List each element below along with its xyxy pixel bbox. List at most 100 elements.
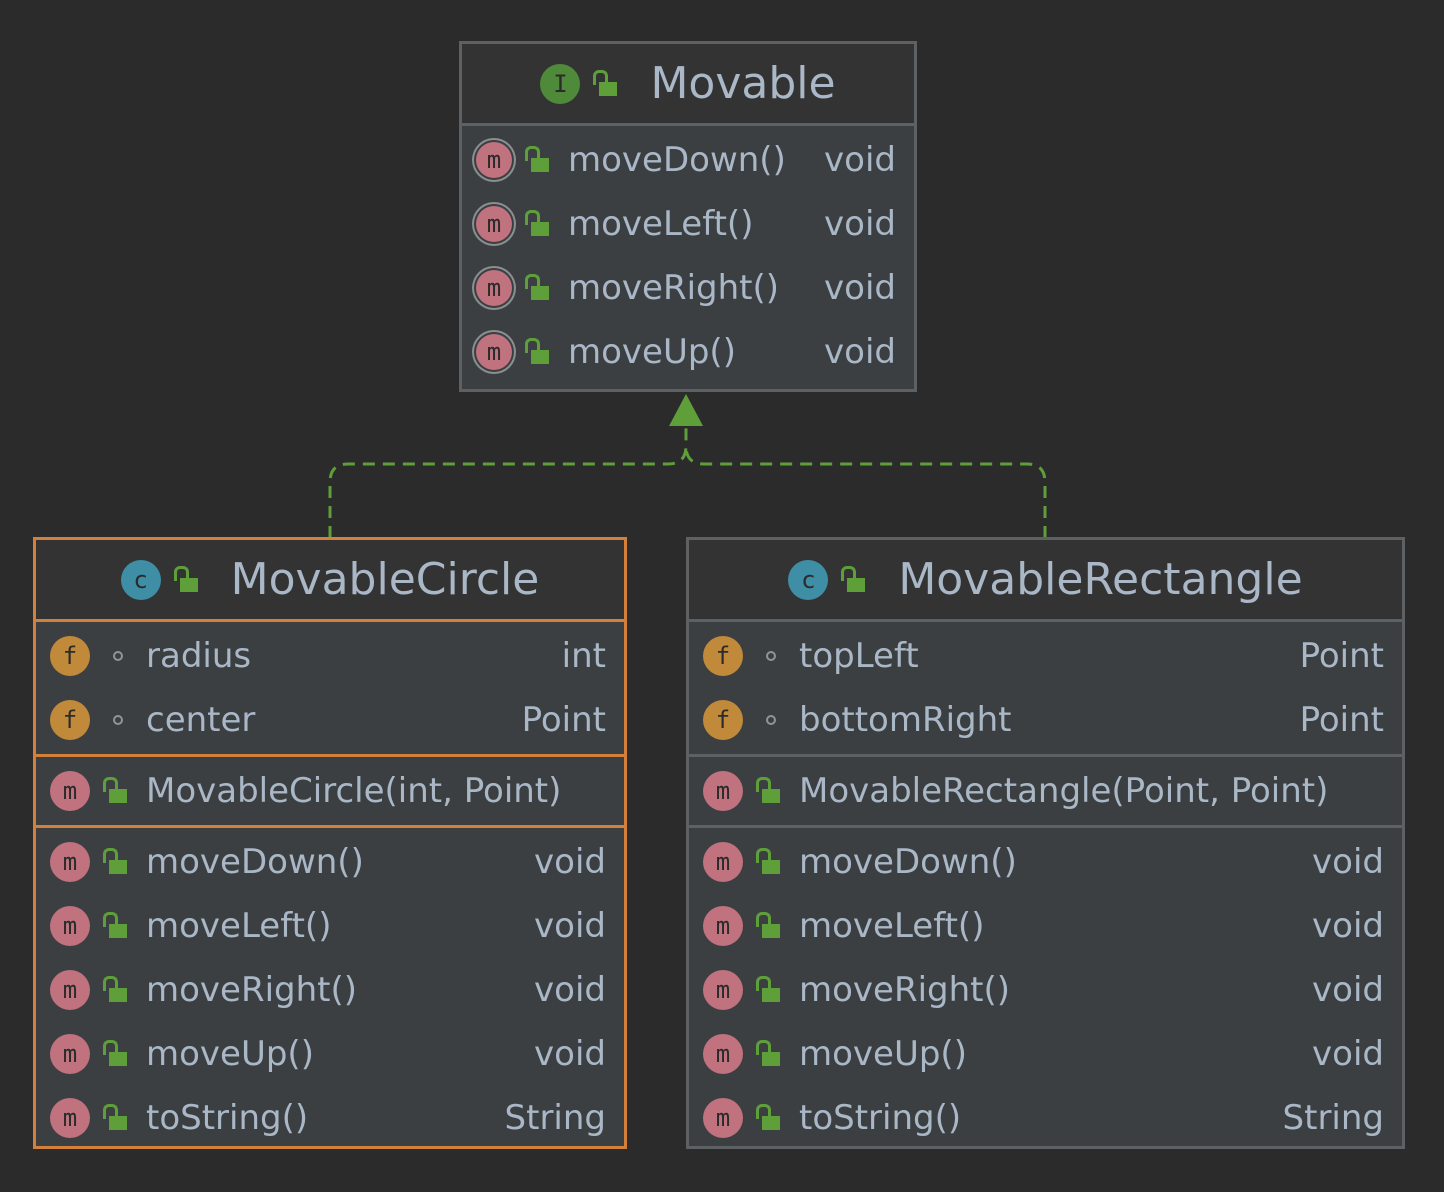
public-lock-icon xyxy=(841,565,870,594)
constructors-section: m MovableCircle(int, Point) xyxy=(36,757,624,828)
edge-rectangle-to-movable xyxy=(684,445,1047,538)
method-icon: m xyxy=(703,970,743,1010)
abstract-method-icon: m xyxy=(476,206,512,242)
edge-circle-to-movable xyxy=(328,426,688,538)
method-icon: m xyxy=(703,842,743,882)
field-name: bottomRight xyxy=(799,700,1012,740)
method-name: moveUp() xyxy=(568,332,736,372)
public-lock-icon xyxy=(103,976,132,1004)
movable-rectangle-header: c MovableRectangle xyxy=(689,540,1402,622)
public-lock-icon xyxy=(103,912,132,940)
realization-arrowhead xyxy=(669,394,703,426)
return-type: String xyxy=(504,1098,606,1138)
method-name: toString() xyxy=(146,1098,309,1138)
return-type: void xyxy=(1312,906,1384,946)
return-type: void xyxy=(534,970,606,1010)
package-private-dot-icon xyxy=(104,706,132,734)
method-icon: m xyxy=(50,1034,90,1074)
constructor-signature: MovableCircle(int, Point) xyxy=(146,771,562,811)
method-name: moveRight() xyxy=(146,970,358,1010)
method-row[interactable]: m moveUp() void xyxy=(36,1022,624,1086)
method-name: moveDown() xyxy=(568,140,786,180)
method-row[interactable]: m moveRight() void xyxy=(689,958,1402,1022)
package-private-dot-icon xyxy=(104,642,132,670)
public-lock-icon xyxy=(103,1040,132,1068)
public-lock-icon xyxy=(525,146,554,174)
method-row[interactable]: m moveDown() void xyxy=(36,830,624,894)
package-private-dot-icon xyxy=(757,642,785,670)
method-name: moveUp() xyxy=(146,1034,314,1074)
constructors-section: m MovableRectangle(Point, Point) xyxy=(689,757,1402,828)
field-icon: f xyxy=(50,700,90,740)
return-type: void xyxy=(1312,970,1384,1010)
field-type: Point xyxy=(1299,636,1384,676)
method-row[interactable]: m toString() String xyxy=(36,1086,624,1150)
method-row[interactable]: m moveLeft() void xyxy=(462,192,914,256)
node-title: MovableCircle xyxy=(230,554,540,605)
method-name: moveRight() xyxy=(799,970,1011,1010)
field-name: center xyxy=(146,700,256,740)
constructor-signature: MovableRectangle(Point, Point) xyxy=(799,771,1329,811)
method-name: moveUp() xyxy=(799,1034,967,1074)
constructor-row[interactable]: m MovableCircle(int, Point) xyxy=(36,759,624,823)
method-name: moveLeft() xyxy=(146,906,332,946)
public-lock-icon xyxy=(525,338,554,366)
class-icon: c xyxy=(788,559,829,600)
method-name: moveRight() xyxy=(568,268,780,308)
method-icon: m xyxy=(50,842,90,882)
movable-interface-node[interactable]: I Movable m moveDown() void m moveLeft() void… xyxy=(459,41,917,392)
interface-icon: I xyxy=(540,63,581,104)
constructor-row[interactable]: m MovableRectangle(Point, Point) xyxy=(689,759,1402,823)
method-icon: m xyxy=(50,771,90,811)
method-icon: m xyxy=(50,970,90,1010)
method-icon: m xyxy=(703,1034,743,1074)
method-row[interactable]: m moveDown() void xyxy=(689,830,1402,894)
field-name: topLeft xyxy=(799,636,919,676)
public-lock-icon xyxy=(756,976,785,1004)
field-icon: f xyxy=(50,636,90,676)
return-type: void xyxy=(534,842,606,882)
field-type: Point xyxy=(1299,700,1384,740)
method-name: moveDown() xyxy=(799,842,1017,882)
abstract-method-icon: m xyxy=(476,142,512,178)
return-type: void xyxy=(824,268,896,308)
public-lock-icon xyxy=(103,777,132,805)
return-type: String xyxy=(1282,1098,1384,1138)
method-name: moveLeft() xyxy=(568,204,754,244)
package-private-dot-icon xyxy=(757,706,785,734)
public-lock-icon xyxy=(756,777,785,805)
public-lock-icon xyxy=(756,1040,785,1068)
return-type: void xyxy=(1312,842,1384,882)
public-lock-icon xyxy=(756,1104,785,1132)
return-type: void xyxy=(824,204,896,244)
return-type: void xyxy=(824,332,896,372)
movable-circle-header: c MovableCircle xyxy=(36,540,624,622)
method-name: moveDown() xyxy=(146,842,364,882)
return-type: void xyxy=(534,1034,606,1074)
method-icon: m xyxy=(50,1098,90,1138)
method-icon: m xyxy=(703,1098,743,1138)
public-lock-icon xyxy=(756,912,785,940)
movable-header: I Movable xyxy=(462,44,914,126)
method-row[interactable]: m moveRight() void xyxy=(36,958,624,1022)
method-icon: m xyxy=(703,771,743,811)
public-lock-icon xyxy=(756,848,785,876)
